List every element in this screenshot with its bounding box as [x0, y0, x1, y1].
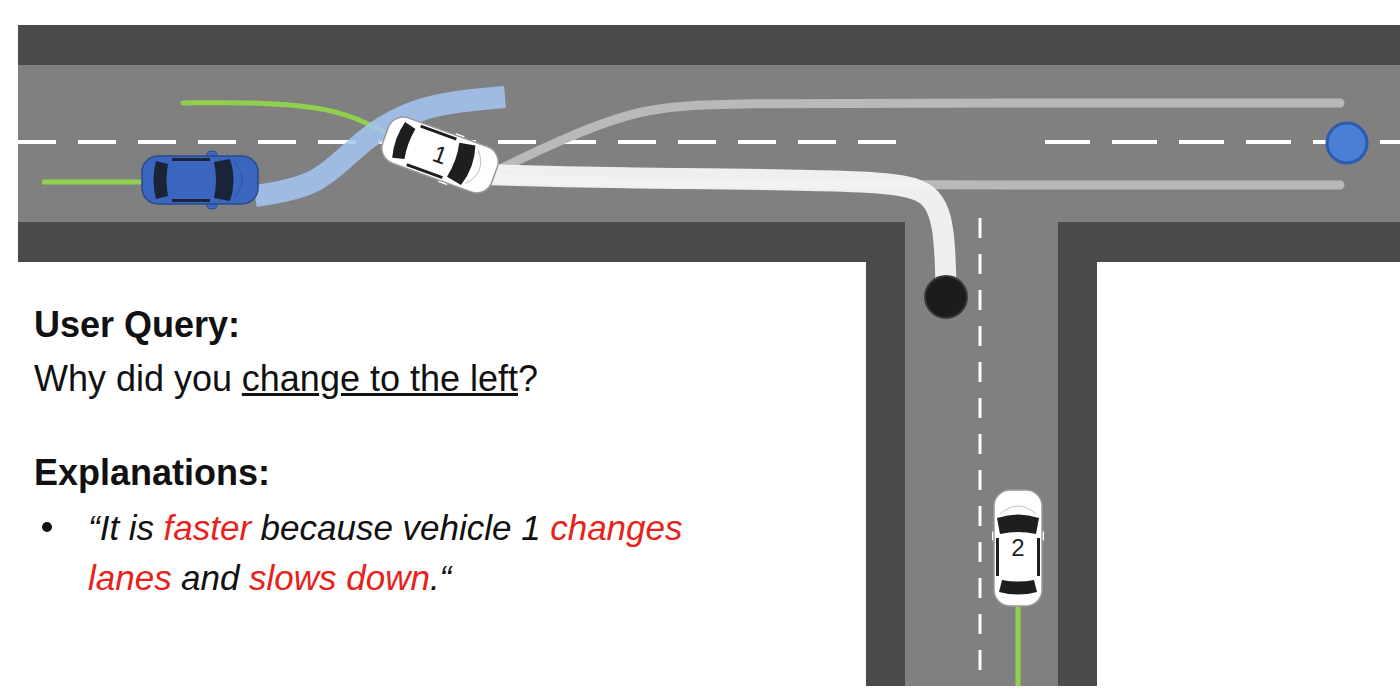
- alternative-path: [498, 103, 1340, 170]
- text-label: because vehicle 1: [261, 508, 541, 547]
- text-label: and: [181, 558, 239, 597]
- car-body: [994, 490, 1042, 606]
- past-trajectory: [42, 180, 150, 185]
- explanations-heading: Explanations:: [34, 450, 834, 496]
- road-border: [18, 25, 1400, 65]
- windshield: [446, 140, 479, 186]
- road-border: [1058, 222, 1097, 686]
- highlight-word: faster: [164, 508, 252, 547]
- vehicle: [992, 490, 1044, 606]
- text-label: .“: [430, 558, 451, 597]
- side-window: [1037, 538, 1040, 576]
- hood-line: [234, 162, 242, 198]
- highlight-word: slows down: [249, 558, 430, 597]
- rear-window: [390, 121, 417, 162]
- goal-dot: [1327, 123, 1367, 163]
- vehicle: [376, 110, 505, 200]
- past-trajectory: [1016, 600, 1021, 686]
- windshield: [997, 515, 1039, 535]
- side-window: [420, 125, 457, 141]
- ego-car: [142, 151, 258, 209]
- query-heading: User Query:: [34, 302, 834, 348]
- vehicle-number: 1: [429, 140, 451, 171]
- explanation-text: “It isfasterbecause vehicle 1changes lan…: [88, 503, 860, 603]
- underlined-phrase: change to the left: [242, 358, 518, 399]
- lane-marking: [979, 218, 982, 686]
- vehicle-number: 2: [1011, 534, 1024, 562]
- text-label: Explanations:: [34, 452, 270, 493]
- text-label: Why did you: [34, 358, 232, 399]
- goal-dot: [925, 276, 967, 318]
- road-surface: [18, 65, 1400, 222]
- text-label: “It is: [88, 508, 154, 547]
- car-body: [377, 113, 502, 198]
- predicted-path: [470, 174, 946, 292]
- text-label: ?: [518, 358, 538, 399]
- bullet: [42, 522, 52, 532]
- road-border: [866, 222, 905, 686]
- side-window: [172, 158, 210, 161]
- side-window: [996, 538, 999, 576]
- text-label: User Query:: [34, 304, 240, 345]
- rear-window: [999, 580, 1037, 595]
- windshield: [214, 159, 234, 201]
- vehicle-box: 2: [992, 488, 1044, 608]
- side-window: [172, 199, 210, 202]
- road-border: [18, 222, 905, 262]
- query-text: Why did youchange to the left?: [34, 356, 854, 402]
- road-border: [1058, 222, 1400, 262]
- vehicle-label-holder: 2: [992, 488, 1044, 608]
- rear-window: [154, 161, 169, 199]
- car-body: [142, 156, 258, 204]
- hood-line: [1000, 506, 1036, 514]
